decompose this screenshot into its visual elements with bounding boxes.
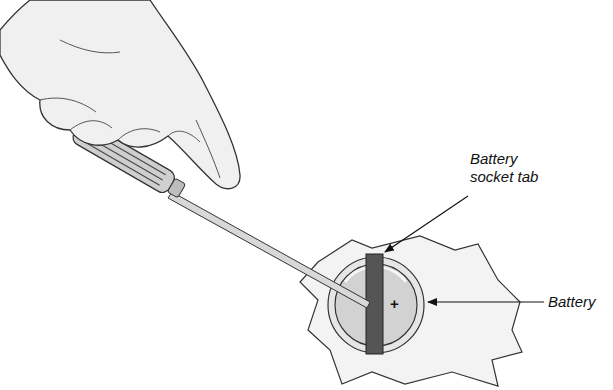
board-piece [300,236,522,386]
polarity-mark: + [390,296,404,312]
finger-lines [40,40,220,178]
leader-line [385,196,468,252]
leader-line [428,301,544,302]
screwdriver-shaft [168,192,370,308]
part-label: Battery [548,293,610,311]
hand [0,0,240,189]
part-label: Battery socket tab [470,150,565,186]
